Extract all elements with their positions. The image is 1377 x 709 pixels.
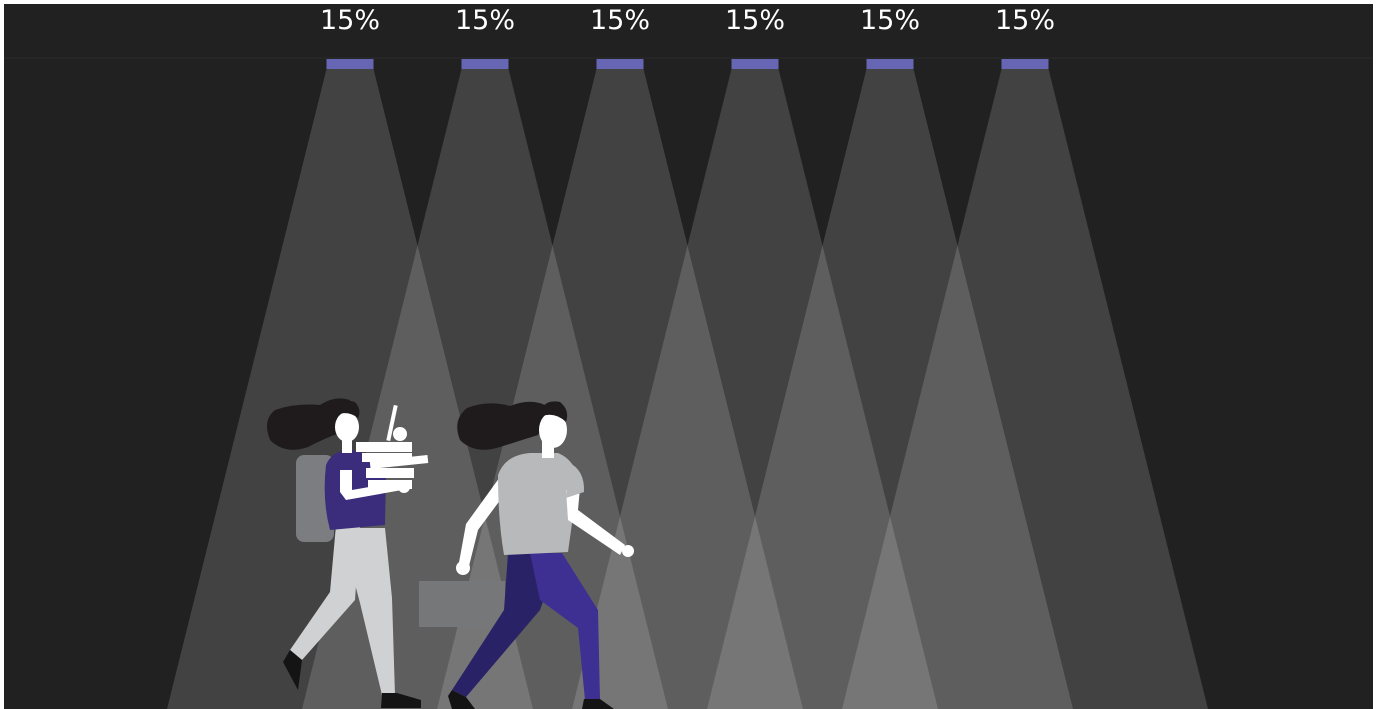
light-beam <box>302 69 668 709</box>
front-leg <box>340 528 395 695</box>
light-fixture[interactable] <box>731 59 779 69</box>
head <box>539 412 567 448</box>
back-leg <box>290 525 360 660</box>
light-fixture[interactable] <box>596 59 644 69</box>
back-hand <box>456 561 470 575</box>
book-2 <box>362 453 412 462</box>
book-5 <box>368 480 412 489</box>
light-level-label: 15% <box>859 5 920 36</box>
light-level-label: 15% <box>319 5 380 36</box>
torso-shirt <box>498 453 578 555</box>
book-4 <box>366 468 414 478</box>
back-shoe <box>283 650 302 690</box>
person-with-briefcase <box>419 401 634 709</box>
briefcase-icon <box>419 581 505 627</box>
light-beam <box>572 69 938 709</box>
pencil-icon <box>386 404 398 442</box>
light-beams <box>167 69 1208 709</box>
arm <box>340 470 402 500</box>
light-beam <box>707 69 1073 709</box>
light-fixture[interactable] <box>326 59 374 69</box>
light-fixtures[interactable] <box>326 59 1049 69</box>
back-shoe <box>448 690 475 709</box>
front-arm <box>566 488 625 555</box>
scene-panel <box>4 4 1373 709</box>
front-shoe <box>381 693 421 708</box>
neck <box>342 438 352 453</box>
light-beam <box>842 69 1208 709</box>
front-shoe <box>582 699 614 709</box>
book-1 <box>356 442 412 452</box>
light-fixture[interactable] <box>1001 59 1049 69</box>
person-with-books <box>266 398 429 708</box>
light-fixture[interactable] <box>866 59 914 69</box>
hair-top <box>336 400 360 418</box>
front-leg <box>530 553 600 700</box>
light-level-label: 15% <box>994 5 1055 36</box>
front-hand <box>622 545 634 557</box>
hair <box>266 398 350 450</box>
light-level-label: 15% <box>589 5 650 36</box>
light-fixture[interactable] <box>461 59 509 69</box>
apple-icon <box>393 427 407 441</box>
sleeve <box>566 462 585 498</box>
backpack-icon <box>296 455 334 542</box>
book-3 <box>369 454 429 470</box>
light-level-label: 15% <box>454 5 515 36</box>
light-level-label: 15% <box>724 5 785 36</box>
back-leg <box>452 553 560 697</box>
light-beam <box>167 69 533 709</box>
head <box>335 412 359 442</box>
hand <box>398 481 410 493</box>
hair <box>457 401 548 450</box>
hair-top <box>538 401 568 422</box>
